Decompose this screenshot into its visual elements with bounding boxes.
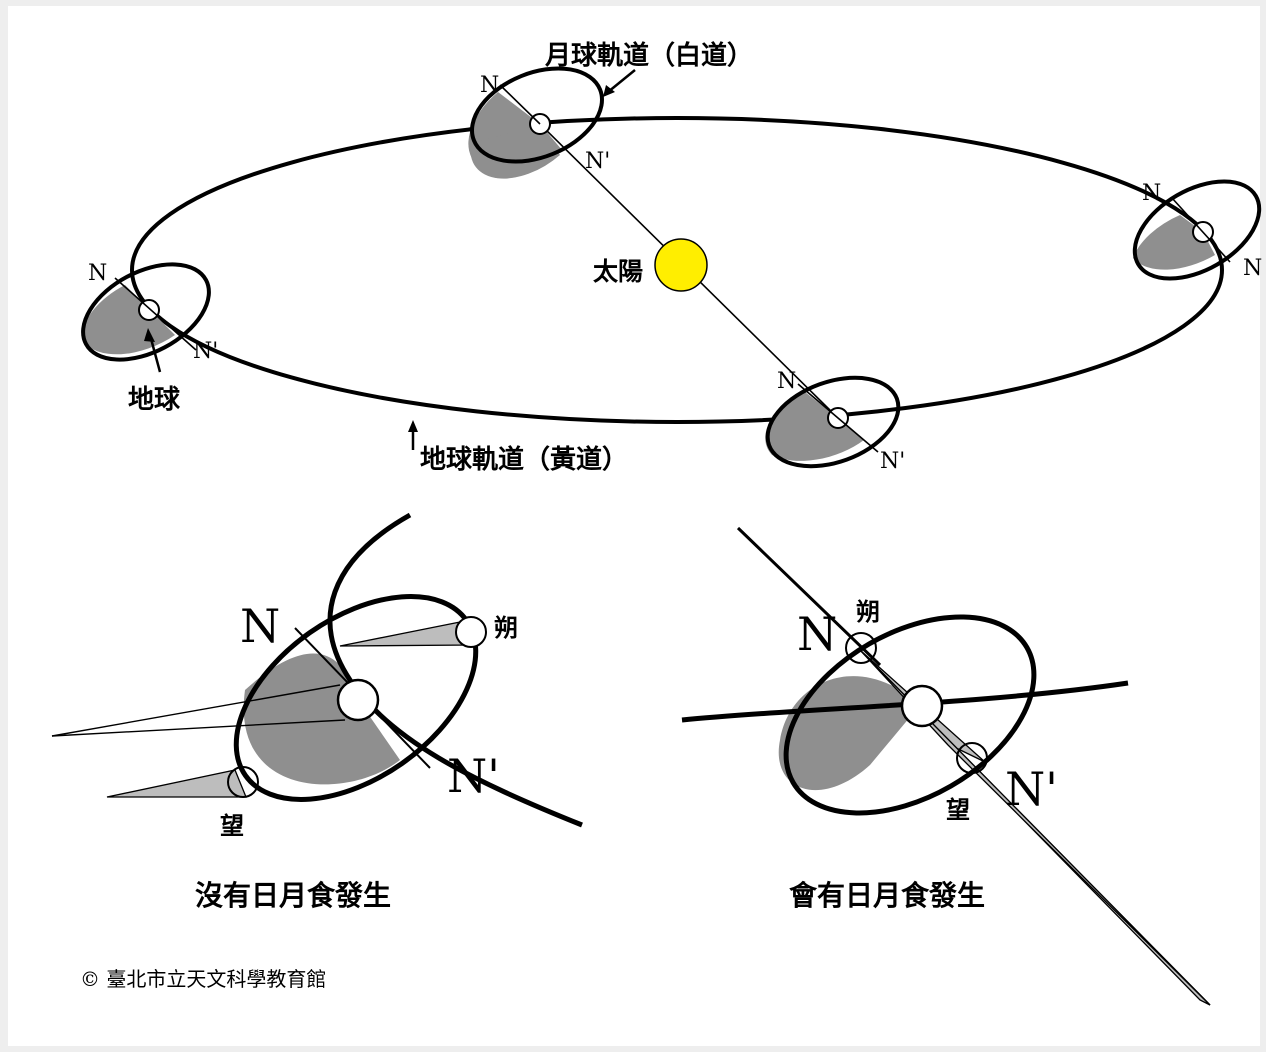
node-nprime-left-zoom: N' xyxy=(447,749,500,803)
node-n-bottom: N xyxy=(777,369,796,394)
node-n-right: N xyxy=(1142,181,1161,206)
copyright-text: © 臺北市立天文科學教育館 xyxy=(80,967,326,991)
earth-marker-right-zoom xyxy=(900,684,944,728)
new-moon-marker-right xyxy=(845,632,877,664)
full-moon-label-right: 望 xyxy=(946,796,970,824)
no-eclipse-diagram: N N' 朔 望 沒有日月食發生 xyxy=(51,512,583,912)
eclipse-diagram-right: N N' 朔 望 會有日月食發生 xyxy=(681,526,1211,1006)
node-n-left-zoom: N xyxy=(240,599,280,653)
earth-orbit-ellipse xyxy=(130,116,1224,424)
earth-orbit-label: 地球軌道（黃道） xyxy=(420,444,628,475)
moon-orbit-label: 月球軌道（白道） xyxy=(544,40,753,71)
earth-label: 地球 xyxy=(128,385,181,415)
ecliptic-line-right xyxy=(681,680,1129,723)
moon-orbit-bottom: N N' xyxy=(765,369,905,474)
new-moon-label-right: 朔 xyxy=(856,598,880,626)
earth-marker-left xyxy=(138,299,160,321)
new-moon-label-left: 朔 xyxy=(494,614,518,642)
top-diagram: 太陽 N N' 月球軌道（白道） N N xyxy=(81,40,1262,475)
full-moon-label-left: 望 xyxy=(220,812,244,840)
node-n-left: N xyxy=(88,261,107,286)
moon-orbit-right: N N xyxy=(1132,179,1262,281)
shadow-cone-new-moon xyxy=(339,619,474,647)
caption-no-eclipse: 沒有日月食發生 xyxy=(195,879,391,912)
node-nprime-bottom: N' xyxy=(880,449,905,474)
moon-orbit-top: N N' xyxy=(468,66,610,179)
shadow-cone-full-moon xyxy=(106,769,247,798)
node-nprime-left: N' xyxy=(193,339,218,364)
node-nprime-top: N' xyxy=(585,149,610,174)
caption-eclipse: 會有日月食發生 xyxy=(789,879,985,912)
moon-orbit-right-zoom xyxy=(783,614,1037,816)
moon-orbit-arrow xyxy=(607,69,636,93)
sun-icon xyxy=(654,238,708,292)
full-moon-marker-right xyxy=(956,742,988,774)
sun-direction-line xyxy=(736,526,882,667)
earth-marker-left-zoom xyxy=(336,678,380,722)
node-nprime-right-zoom: N' xyxy=(1005,762,1058,816)
ecliptic-arc-left xyxy=(327,512,583,828)
node-nprime-right: N xyxy=(1243,256,1262,281)
sun-label: 太陽 xyxy=(593,257,643,286)
new-moon-marker-left xyxy=(455,616,487,648)
node-n-top: N xyxy=(480,73,499,98)
diagram-panel xyxy=(8,6,1260,1046)
node-n-right-zoom: N xyxy=(797,607,837,661)
full-moon-marker-left xyxy=(227,766,259,798)
moon-orbit-left: N N' xyxy=(81,261,218,364)
